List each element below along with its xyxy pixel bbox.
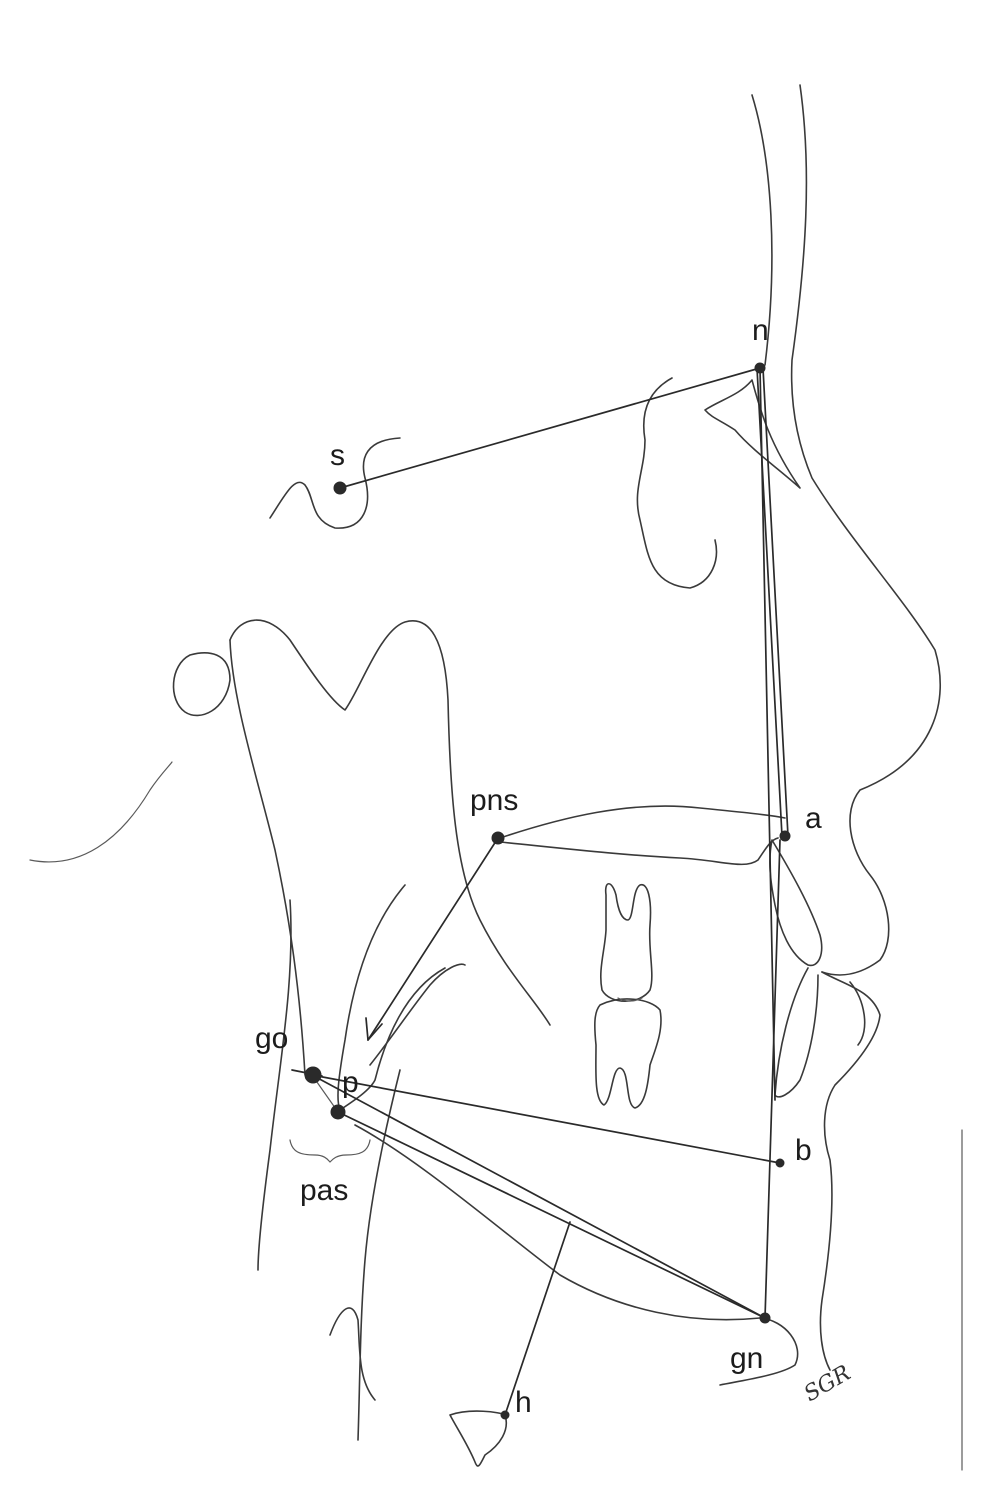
upper-lip-outline: [819, 971, 881, 1371]
go-gn-line: [311, 1074, 766, 1319]
point-p: [330, 1104, 346, 1120]
label-b: b: [795, 1134, 812, 1167]
posterior-ramus-border: [229, 639, 306, 1076]
pns-p-arrow-line: [367, 837, 499, 1041]
signature: SGR: [800, 1361, 855, 1407]
ramus-outline: [229, 619, 551, 1026]
orbit-outline: [636, 377, 718, 589]
epiglottis-outline: [329, 1307, 376, 1401]
condyle-outline: [172, 652, 231, 717]
point-b: [775, 1158, 785, 1168]
nasal-bone-wedge: [704, 379, 801, 489]
lower-lip-outline: [849, 981, 866, 1046]
lower-incisor-outline: [774, 967, 819, 1098]
point-gn: [759, 1312, 771, 1324]
n-a-line-double: [762, 367, 789, 837]
pharynx-lower-wall: [357, 1069, 401, 1441]
point-n: [754, 362, 766, 374]
label-h: h: [515, 1386, 532, 1419]
anatomical-outlines: [29, 84, 942, 1441]
point-s: [333, 481, 347, 495]
arrow-head-icon: [365, 1017, 383, 1041]
label-pns: pns: [470, 784, 518, 817]
forehead-outline-inner: [751, 94, 773, 366]
cranial-base-curve: [29, 761, 173, 863]
hyoid-perpendicular-line: [504, 1221, 571, 1416]
point-h: [500, 1410, 510, 1420]
n-b-line: [759, 367, 776, 1101]
label-n: n: [752, 314, 769, 347]
palate-outline-upper: [499, 805, 786, 839]
point-go: [304, 1066, 322, 1084]
landmark-points: [304, 362, 791, 1420]
palate-outline-lower: [499, 837, 779, 866]
s-n-line: [339, 367, 761, 489]
landmark-labels: n s pns a go p b gn h pas SGR: [255, 314, 855, 1419]
forehead-outline-outer: [790, 84, 942, 976]
molar-contact-icon: [617, 997, 643, 1002]
mandible-lower-border: [354, 1124, 761, 1321]
lower-molar-icon: [594, 998, 662, 1109]
posterior-pharyngeal-wall: [257, 899, 292, 1271]
point-pns: [491, 831, 505, 845]
hyoid-bone-icon: [449, 1410, 507, 1467]
p-gn-line: [337, 1111, 766, 1319]
point-a: [779, 830, 791, 842]
label-gn: gn: [730, 1342, 763, 1375]
upper-molar-icon: [599, 882, 653, 1002]
a-gn-line: [764, 839, 781, 1319]
label-a: a: [805, 802, 822, 835]
upper-incisor-outline: [769, 839, 823, 967]
label-p: p: [342, 1066, 359, 1099]
chin-soft-tissue: [719, 1317, 799, 1386]
label-s: s: [330, 439, 345, 472]
label-pas: pas: [300, 1174, 348, 1207]
molar-teeth: [594, 882, 662, 1109]
go-b-line: [311, 1074, 781, 1164]
reference-lines: [291, 367, 789, 1416]
sella-turcica-outline: [269, 437, 401, 529]
label-go: go: [255, 1022, 288, 1055]
pas-bracket: [289, 1139, 371, 1163]
